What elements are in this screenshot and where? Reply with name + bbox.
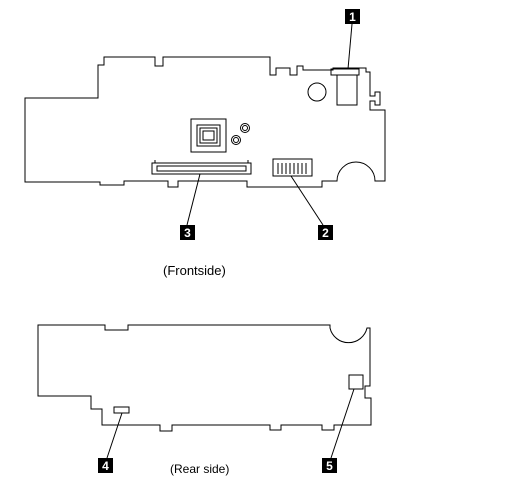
svg-text:4: 4 (102, 459, 109, 473)
callout-3: 3 (180, 225, 195, 240)
rear-small-component-right (348, 374, 364, 390)
callout-2: 2 (318, 225, 333, 240)
front-round-component (307, 82, 327, 102)
rear-board (37, 324, 372, 459)
front-center-chip (190, 118, 227, 153)
front-small-capacitors (231, 123, 250, 145)
svg-text:3: 3 (184, 226, 191, 240)
front-board (24, 23, 386, 226)
front-short-connector (272, 158, 313, 177)
leader-line-3 (186, 173, 201, 226)
front-board-outline (24, 56, 386, 188)
svg-text:2: 2 (322, 226, 329, 240)
svg-text:1: 1 (349, 10, 356, 24)
front-long-connector (151, 160, 252, 175)
rear-side-caption: (Rear side) (170, 462, 229, 476)
leader-line-1 (347, 23, 353, 70)
leader-line-5 (330, 388, 355, 459)
rear-small-component-left (113, 406, 130, 414)
callout-4: 4 (98, 458, 113, 473)
leader-line-4 (106, 412, 123, 459)
callout-1: 1 (345, 9, 360, 24)
front-side-caption: (Frontside) (163, 263, 226, 278)
svg-text:5: 5 (326, 459, 333, 473)
callout-5: 5 (322, 458, 337, 473)
leader-line-2 (290, 175, 324, 226)
front-top-connector (330, 68, 360, 106)
rear-board-outline (37, 324, 372, 432)
